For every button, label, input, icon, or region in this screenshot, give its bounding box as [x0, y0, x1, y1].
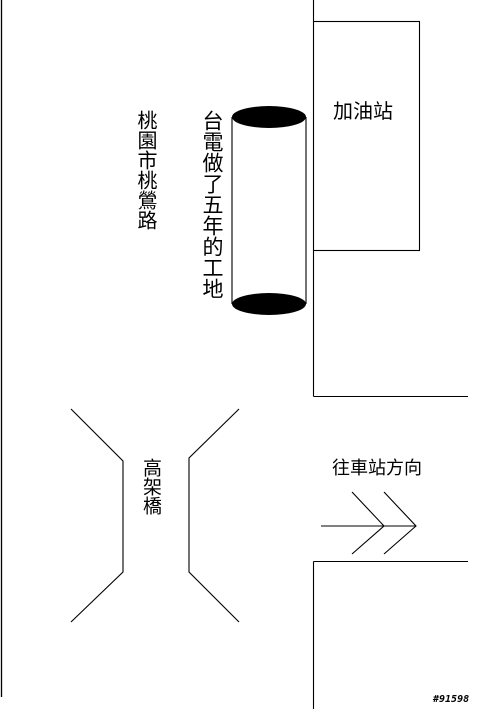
arrow-chevron-1 — [351, 491, 385, 555]
cylinder-top-cap — [232, 106, 306, 128]
watermark-text: #91598 — [433, 694, 470, 705]
road-name-label: 桃園市桃鶯路 — [134, 110, 158, 230]
cylinder-bottom-cap — [232, 293, 306, 315]
overpass-left-bracket — [70, 408, 124, 623]
gas-station-block — [312, 20, 421, 252]
direction-label: 往車站方向 — [332, 458, 422, 479]
overpass-label: 高架橋 — [140, 458, 162, 515]
arrow-chevron-2 — [383, 491, 417, 555]
overpass-right-bracket — [188, 408, 240, 623]
gas-station-label: 加油站 — [333, 99, 393, 123]
construction-site-label: 台電做了五年的工地 — [200, 110, 224, 299]
